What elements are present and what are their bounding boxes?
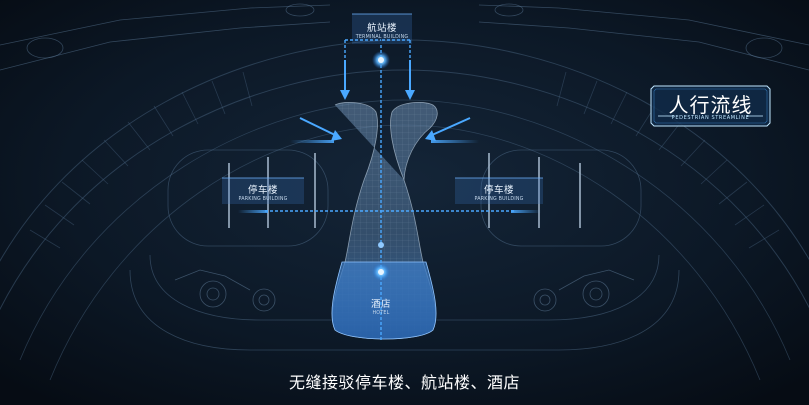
parking-left-label: 停车楼 PARKING BUILDING <box>222 182 304 202</box>
parking-right-label-en: PARKING BUILDING <box>474 197 524 202</box>
hotel-label-zh: 酒店 <box>370 299 391 310</box>
badge-frame-icon <box>650 85 771 127</box>
hotel-label: 酒店 HOTEL <box>356 296 406 316</box>
terminal-label-zh: 航站楼 <box>366 23 397 34</box>
parking-right-label: 停车楼 PARKING BUILDING <box>455 182 543 202</box>
badge-subtitle: PEDESTRIAN STREAMLINE <box>671 115 750 121</box>
hotel-label-en: HOTEL <box>372 311 390 316</box>
parking-left-label-en: PARKING BUILDING <box>238 197 288 202</box>
pedestrian-streamline-badge: 人行流线 PEDESTRIAN STREAMLINE <box>650 85 771 127</box>
terminal-label: 航站楼 TERMINAL BUILDING <box>344 20 420 40</box>
terminal-label-en: TERMINAL BUILDING <box>355 35 409 40</box>
parking-left-label-zh: 停车楼 <box>247 185 278 196</box>
bottom-caption: 无缝接驳停车楼、航站楼、酒店 <box>288 373 520 392</box>
badge-title: 人行流线 <box>668 93 753 117</box>
parking-right-label-zh: 停车楼 <box>483 185 514 196</box>
